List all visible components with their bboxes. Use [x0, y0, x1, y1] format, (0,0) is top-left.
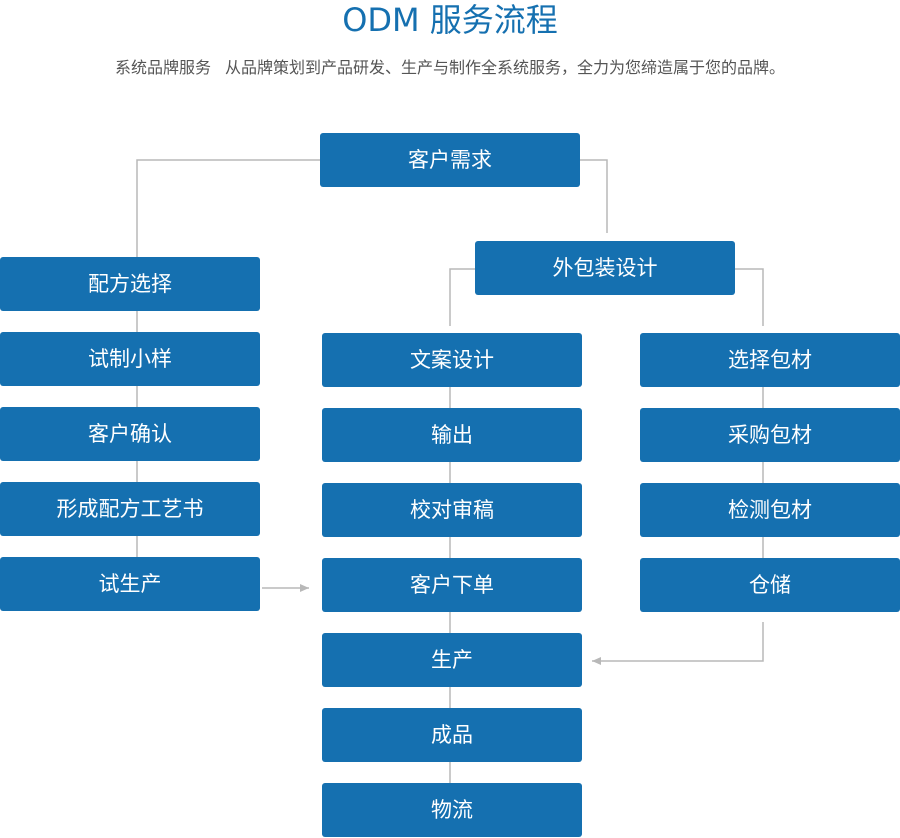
- node-storage[interactable]: 仓储: [640, 558, 900, 612]
- node-inspect-material[interactable]: 检测包材: [640, 483, 900, 537]
- node-customer-demand[interactable]: 客户需求: [320, 133, 580, 187]
- connector-start-to-formula: [136, 159, 320, 257]
- node-select-material[interactable]: 选择包材: [640, 333, 900, 387]
- node-formula-select[interactable]: 配方选择: [0, 257, 260, 311]
- node-purchase-material[interactable]: 采购包材: [640, 408, 900, 462]
- node-logistics[interactable]: 物流: [322, 783, 582, 837]
- connector-package-to-material: [735, 268, 764, 326]
- node-package-design[interactable]: 外包装设计: [475, 241, 735, 295]
- node-copy-design[interactable]: 文案设计: [322, 333, 582, 387]
- node-production[interactable]: 生产: [322, 633, 582, 687]
- node-formula-process-doc[interactable]: 形成配方工艺书: [0, 482, 260, 536]
- node-customer-confirm[interactable]: 客户确认: [0, 407, 260, 461]
- subtitle-body: 从品牌策划到产品研发、生产与制作全系统服务，全力为您缔造属于您的品牌。: [225, 58, 786, 77]
- node-proofread[interactable]: 校对审稿: [322, 483, 582, 537]
- arrow-storage-to-production: [592, 622, 764, 665]
- page-subtitle: 系统品牌服务从品牌策划到产品研发、生产与制作全系统服务，全力为您缔造属于您的品牌…: [0, 56, 900, 80]
- node-trial-production[interactable]: 试生产: [0, 557, 260, 611]
- node-trial-sample[interactable]: 试制小样: [0, 332, 260, 386]
- connector-package-to-copy: [449, 268, 475, 326]
- node-customer-order[interactable]: 客户下单: [322, 558, 582, 612]
- page-title: ODM 服务流程: [342, 1, 558, 39]
- node-finished-product[interactable]: 成品: [322, 708, 582, 762]
- node-output[interactable]: 输出: [322, 408, 582, 462]
- connector-start-to-package: [580, 159, 608, 233]
- subtitle-lead: 系统品牌服务: [114, 58, 211, 77]
